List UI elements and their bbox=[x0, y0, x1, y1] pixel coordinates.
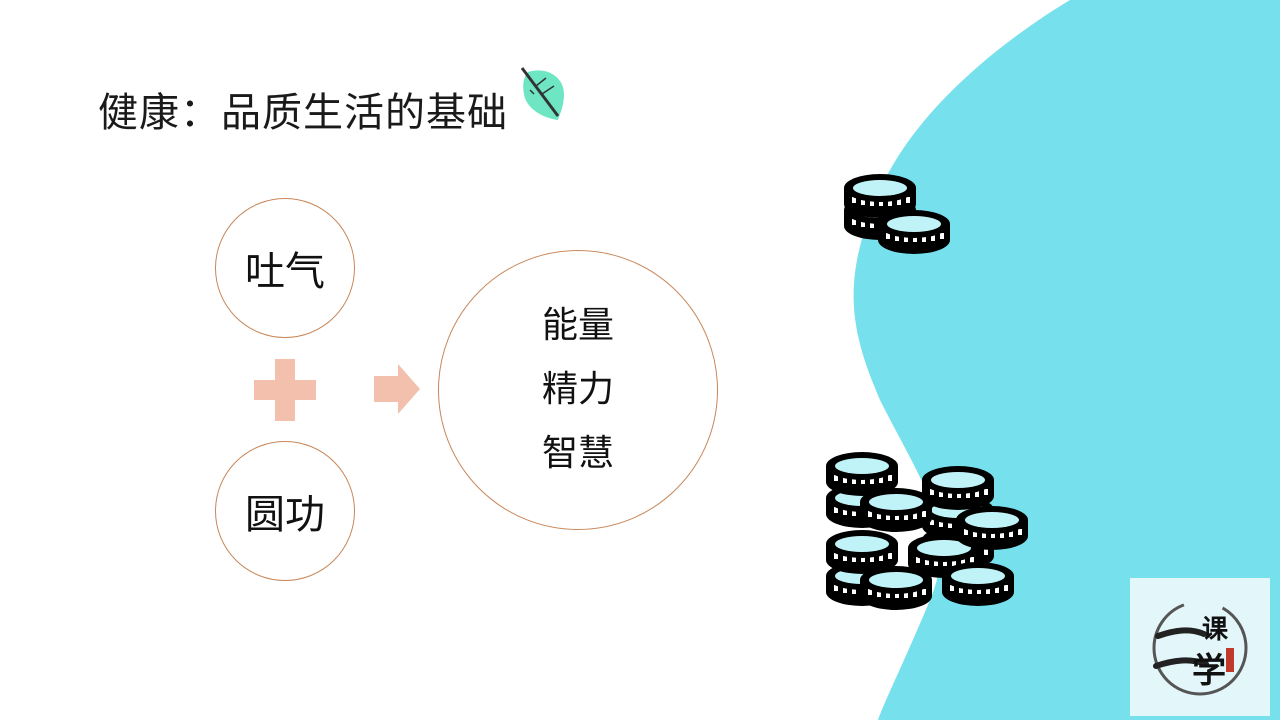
result-energy: 能量 bbox=[541, 305, 614, 346]
coin-stack-icon bbox=[844, 174, 950, 254]
svg-text:学: 学 bbox=[1192, 651, 1226, 691]
arrow-right-icon bbox=[374, 364, 420, 414]
circle-exhale: 吐气 bbox=[215, 198, 355, 338]
circle-round-practice-label: 圆功 bbox=[245, 492, 325, 538]
logo-icon: 课 学 bbox=[1152, 600, 1248, 696]
leaf-icon bbox=[520, 67, 564, 120]
logo: 课 学 bbox=[1130, 578, 1270, 716]
page-title: 健康：品质生活的基础 bbox=[98, 90, 508, 136]
result-wisdom: 智慧 bbox=[541, 433, 614, 474]
coin-stack-icon bbox=[826, 452, 1028, 610]
plus-icon bbox=[254, 359, 316, 421]
circle-round-practice: 圆功 bbox=[215, 441, 355, 581]
circle-result: 能量 精力 智慧 bbox=[438, 250, 718, 530]
result-vigor: 精力 bbox=[541, 369, 614, 410]
svg-text:课: 课 bbox=[1202, 615, 1229, 645]
circle-exhale-label: 吐气 bbox=[245, 249, 325, 295]
